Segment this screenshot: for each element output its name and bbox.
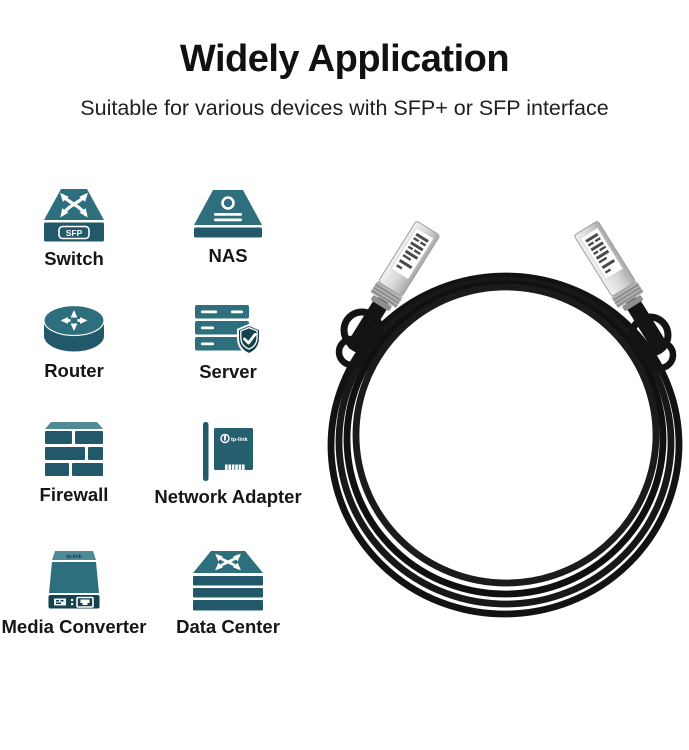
device-cell-server: Server	[148, 301, 308, 420]
device-label-firewall: Firewall	[39, 484, 109, 505]
page-subtitle: Suitable for various devices with SFP+ o…	[80, 96, 609, 120]
page-title: Widely Application	[179, 38, 510, 80]
router-icon	[43, 304, 105, 352]
sfp-connector-left-icon	[347, 221, 440, 353]
device-label-switch: Switch	[44, 248, 104, 269]
device-cell-media-converter: tp-link Media Converter	[0, 549, 148, 659]
device-label-data-center: Data Center	[176, 616, 280, 637]
connector-label-text	[396, 232, 429, 270]
data-center-icon	[193, 551, 263, 611]
brand-logo-text: tp-link	[231, 437, 248, 443]
device-grid: SFP Switch NAS	[0, 186, 312, 659]
device-cell-firewall: Firewall	[0, 420, 148, 549]
device-label-media-converter: Media Converter	[1, 616, 147, 637]
firewall-icon	[45, 422, 103, 476]
device-label-network-adapter: Network Adapter	[154, 486, 302, 507]
brand-logo-text: tp-link	[66, 554, 82, 560]
device-cell-switch: SFP Switch	[0, 186, 148, 301]
rj45-port-icon	[76, 596, 94, 608]
cable-coil	[327, 272, 683, 618]
connector-label-text	[585, 232, 616, 274]
sfp-badge: SFP	[66, 228, 83, 238]
media-converter-icon: tp-link	[48, 551, 100, 609]
switch-icon: SFP	[44, 189, 104, 242]
device-cell-nas: NAS	[148, 186, 308, 301]
device-label-nas: NAS	[208, 245, 248, 266]
pcie-pins	[225, 464, 245, 470]
device-cell-network-adapter: tp-link Network Adapter	[148, 420, 308, 549]
device-label-server: Server	[199, 361, 257, 382]
sfp-connector-right-icon	[574, 221, 667, 353]
device-cell-data-center: Data Center	[148, 549, 308, 659]
dac-cable-photo	[327, 221, 683, 618]
nas-icon	[194, 190, 262, 238]
server-icon	[195, 305, 261, 356]
network-adapter-icon: tp-link	[203, 422, 253, 481]
shield-check-icon	[237, 323, 261, 356]
device-label-router: Router	[44, 360, 104, 381]
device-cell-router: Router	[0, 301, 148, 420]
